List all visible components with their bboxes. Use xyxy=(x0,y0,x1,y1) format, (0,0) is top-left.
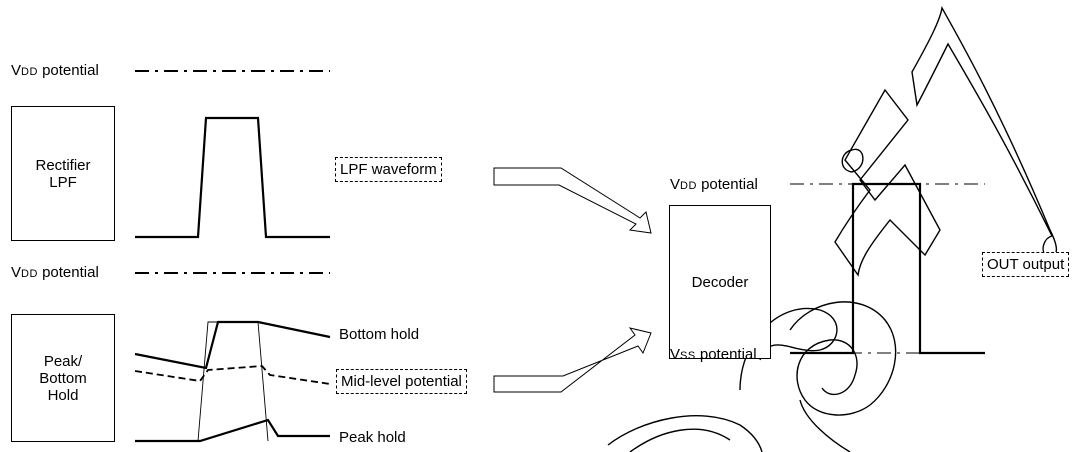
out-output-waveform xyxy=(790,182,985,355)
lpf-pulse-waveform xyxy=(135,116,330,239)
decoder-block: Decoder xyxy=(669,205,771,359)
mid-level-trace xyxy=(134,365,331,385)
rectifier-lpf-block: Rectifier LPF xyxy=(11,106,115,241)
decoder-label: Decoder xyxy=(691,273,749,291)
vss-subscript: SS xyxy=(680,350,696,362)
peak-label: Peak/ xyxy=(43,352,83,370)
lower-block-arrow xyxy=(493,327,652,393)
vdd-prefix: V xyxy=(11,264,22,281)
vdd-suffix: potential xyxy=(696,176,758,193)
vss-suffix: potential xyxy=(695,346,757,363)
bottom-label: Bottom xyxy=(39,369,87,387)
vdd-potential-label-right: VDD potential xyxy=(670,176,758,195)
lpf-waveform-callout: LPF waveform xyxy=(335,157,442,182)
vdd-subscript: DD xyxy=(21,66,38,78)
upper-block-arrow xyxy=(493,167,652,234)
lpf-label: LPF xyxy=(49,173,77,191)
vdd-prefix: V xyxy=(11,62,22,79)
out-output-callout: OUT output xyxy=(982,252,1070,277)
rectifier-label: Rectifier xyxy=(35,156,91,174)
peak-hold-label: Peak hold xyxy=(339,429,406,446)
vdd-prefix: V xyxy=(670,176,681,193)
vdd-suffix: potential xyxy=(37,62,99,79)
peak-hold-trace xyxy=(135,418,330,443)
bottom-hold-trace xyxy=(134,320,331,370)
mid-level-potential-callout: Mid-level potential xyxy=(336,369,467,394)
vss-potential-label-right: VSS potential xyxy=(670,346,757,365)
peak-bottom-hold-block: Peak/ Bottom Hold xyxy=(11,314,115,442)
hold-label: Hold xyxy=(47,386,79,404)
underlying-pulse-trace xyxy=(197,321,269,442)
vdd-subscript: DD xyxy=(21,268,38,280)
bottom-hold-label: Bottom hold xyxy=(339,326,420,343)
vdd-potential-label-top: VDD potential xyxy=(11,62,99,81)
vss-prefix: V xyxy=(670,346,681,363)
vdd-subscript: DD xyxy=(680,180,697,192)
vdd-suffix: potential xyxy=(37,264,99,281)
vdd-potential-label-middle: VDD potential xyxy=(11,264,99,283)
